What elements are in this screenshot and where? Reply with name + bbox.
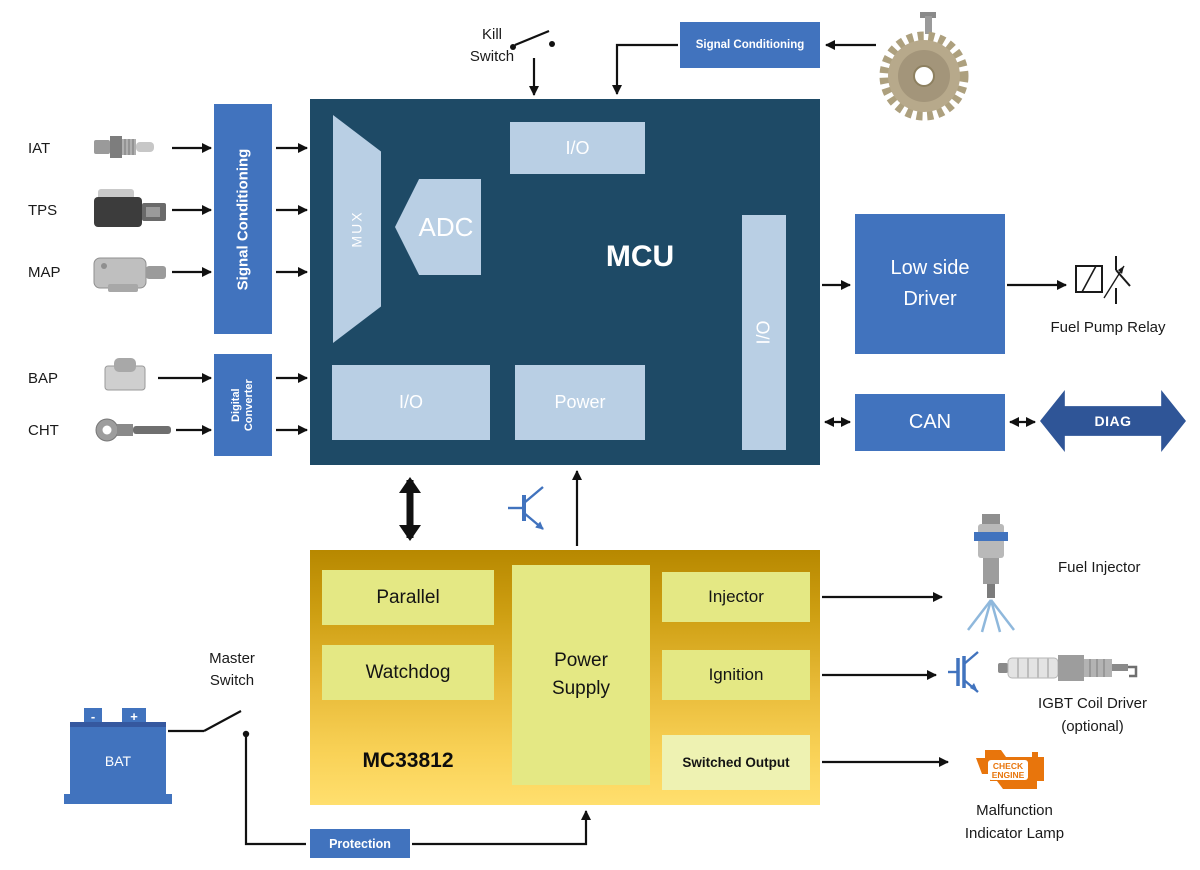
can-block: CAN xyxy=(855,394,1005,451)
signal-conditioning-top-block: Signal Conditioning xyxy=(680,22,820,68)
signal-conditioning-top-label: Signal Conditioning xyxy=(695,39,805,51)
power-supply-block: Power Supply xyxy=(512,565,650,785)
crank-trigger-wheel-image xyxy=(879,12,969,121)
check-engine-text-line1: CHECK xyxy=(993,761,1024,771)
mcu-io-top-label: I/O xyxy=(565,137,590,158)
power-supply-label: Power Supply xyxy=(551,649,611,700)
adc-label: ADC xyxy=(418,211,474,242)
malfunction-indicator-lamp-label: Malfunction Indicator Lamp xyxy=(942,800,1087,845)
transistor-symbol xyxy=(508,486,544,530)
fuel-injector-image xyxy=(967,514,1015,633)
mux-label: MUX xyxy=(349,210,365,248)
adc-block: ADC xyxy=(395,179,481,275)
parallel-block: Parallel xyxy=(322,570,494,625)
digital-converter-block: Digital Converter xyxy=(214,354,272,456)
spark-plug-image xyxy=(998,655,1138,681)
mc33812-title: MC33812 xyxy=(362,749,454,772)
digital-converter-label: Digital Converter xyxy=(229,379,255,431)
signal-conditioning-left-label: Signal Conditioning xyxy=(234,148,252,290)
diag-label: DIAG xyxy=(1094,413,1132,429)
ignition-block: Ignition xyxy=(662,650,810,700)
mcu-io-right-label: I/O xyxy=(753,320,774,345)
battery-label: BAT xyxy=(104,752,132,769)
mil-label-line1: Malfunction xyxy=(976,802,1053,819)
watchdog-block: Watchdog xyxy=(322,645,494,700)
mcu-block: MUX ADC I/O MCU I/O I/O Power xyxy=(310,99,820,465)
injector-block: Injector xyxy=(662,572,810,622)
mc33812-block: Parallel Watchdog Power Supply Injector … xyxy=(310,550,820,805)
sensor-label-map: MAP xyxy=(28,264,61,281)
igbt-coil-driver-label: IGBT Coil Driver (optional) xyxy=(1010,693,1175,738)
battery-body: BAT xyxy=(70,722,166,794)
mux-block: MUX xyxy=(333,115,381,343)
bap-sensor-image xyxy=(104,358,146,391)
fuel-injector-label: Fuel Injector xyxy=(1058,559,1141,576)
mcu-title: MCU xyxy=(605,240,675,273)
battery-base xyxy=(64,794,172,804)
check-engine-lamp-icon: CHECK ENGINE xyxy=(976,750,1044,789)
igbt-symbol xyxy=(948,651,979,693)
cht-sensor-image xyxy=(95,418,171,442)
watchdog-label: Watchdog xyxy=(365,661,451,683)
battery-minus-terminal: - xyxy=(84,708,102,724)
ignition-label: Ignition xyxy=(708,665,764,684)
switched-output-label: Switched Output xyxy=(682,755,790,770)
iat-sensor-image xyxy=(94,136,154,158)
low-side-driver-block: Low side Driver xyxy=(855,214,1005,354)
parallel-label: Parallel xyxy=(376,586,440,608)
mcu-io-bottom-block: I/O xyxy=(332,365,490,440)
switched-output-block: Switched Output xyxy=(662,735,810,790)
mcu-pmic-links xyxy=(399,470,582,546)
protection-label: Protection xyxy=(329,836,391,851)
kill-switch-label: Kill Switch xyxy=(469,26,515,65)
mcu-power-block: Power xyxy=(515,365,645,440)
sensor-label-tps: TPS xyxy=(28,202,58,219)
map-sensor-image xyxy=(93,257,166,292)
tps-sensor-image xyxy=(94,189,166,227)
igbt-coil-driver-line1: IGBT Coil Driver xyxy=(1038,695,1147,712)
conditioning-to-mcu-arrows xyxy=(276,143,308,435)
fuel-pump-relay-symbol xyxy=(1075,256,1131,304)
can-label: CAN xyxy=(908,411,952,433)
igbt-coil-driver-line2: (optional) xyxy=(1061,717,1124,735)
diag-connector-shape: DIAG xyxy=(1040,390,1186,452)
output-arrows xyxy=(822,592,949,767)
injector-label: Injector xyxy=(708,587,764,606)
fuel-pump-relay-label: Fuel Pump Relay xyxy=(1050,319,1166,336)
sensor-label-cht: CHT xyxy=(28,422,59,439)
sensor-label-bap: BAP xyxy=(28,370,59,387)
master-switch-label: Master Switch xyxy=(209,650,255,689)
mcu-io-top-block: I/O xyxy=(510,122,645,174)
check-engine-text-line2: ENGINE xyxy=(992,770,1025,780)
battery-plus-terminal: + xyxy=(122,708,146,724)
signal-conditioning-left-block: Signal Conditioning xyxy=(214,104,272,334)
sensor-label-iat: IAT xyxy=(28,140,51,157)
low-side-driver-label: Low side Driver xyxy=(890,257,970,310)
mcu-io-right-block: I/O xyxy=(742,215,786,450)
mil-label-line2: Indicator Lamp xyxy=(964,824,1065,842)
mcu-power-label: Power xyxy=(554,392,606,412)
protection-block: Protection xyxy=(310,829,410,858)
mcu-io-bottom-label: I/O xyxy=(398,392,423,412)
